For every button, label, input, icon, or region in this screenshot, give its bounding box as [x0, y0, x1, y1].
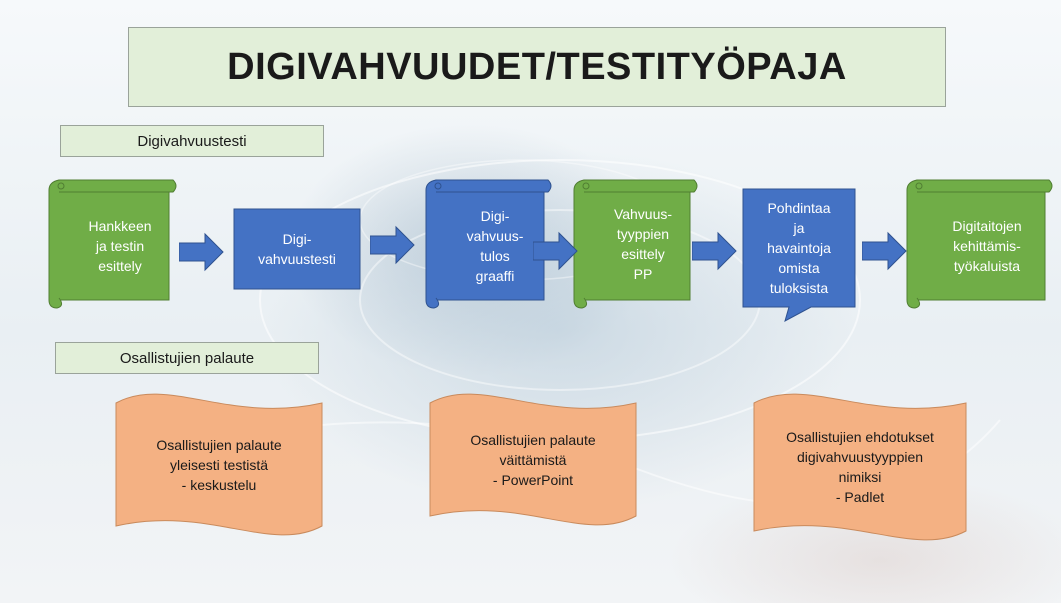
feedback-item-2-shape	[429, 393, 637, 526]
feedback-item-1: Osallistujien palaute yleisesti testistä…	[115, 389, 323, 540]
flow-step-2-shape	[233, 208, 361, 290]
flow-step-5: Pohdintaa ja havaintoja omista tuloksist…	[742, 188, 856, 323]
right-arrow-icon	[861, 231, 907, 271]
section-label-feedback: Osallistujien palaute	[55, 342, 319, 374]
flow-step-6-label: Digitaitojen kehittämis- työkaluista	[952, 218, 1022, 274]
feedback-item-3-label: Osallistujien ehdotukset digivahvuustyyp…	[786, 429, 934, 505]
flow-step-6-shape	[906, 179, 1053, 309]
right-arrow-icon	[691, 231, 737, 271]
feedback-item-3: Osallistujien ehdotukset digivahvuustyyp…	[753, 389, 967, 545]
flow-step-1-shape	[48, 179, 177, 309]
flow-arrow-3	[532, 231, 579, 276]
feedback-item-3-shape	[753, 393, 967, 541]
flow-arrow-4	[691, 231, 738, 276]
flow-step-2-label: Digi- vahvuustesti	[258, 231, 336, 267]
feedback-item-2: Osallistujien palaute väittämistä - Powe…	[429, 389, 637, 530]
flow-step-3-label: Digi- vahvuus- tulos graaffi	[466, 208, 524, 284]
page-title: DIGIVAHVUUDET/TESTITYÖPAJA	[128, 27, 946, 107]
section-label-test: Digivahvuustesti	[60, 125, 324, 157]
flow-step-3: Digi- vahvuus- tulos graaffi	[422, 176, 552, 310]
flow-arrow-1	[178, 232, 225, 277]
feedback-item-1-label: Osallistujien palaute yleisesti testistä…	[156, 436, 282, 493]
feedback-item-2-label: Osallistujien palaute väittämistä - Powe…	[470, 431, 596, 488]
flow-arrow-5	[861, 231, 908, 276]
flow-step-4-label: Vahvuus- tyyppien esittely PP	[613, 206, 673, 282]
right-arrow-icon	[532, 231, 578, 271]
right-arrow-icon	[369, 225, 415, 265]
feedback-item-1-shape	[115, 393, 323, 536]
flow-step-1-label: Hankkeen ja testin esittely	[88, 218, 152, 274]
flow-step-6: Digitaitojen kehittämis- työkaluista	[903, 176, 1053, 310]
flow-step-3-shape	[425, 179, 552, 309]
flow-arrow-2	[369, 225, 416, 270]
flow-step-1: Hankkeen ja testin esittely	[45, 176, 177, 310]
right-arrow-icon	[178, 232, 224, 272]
flow-step-4-shape	[573, 179, 698, 309]
flow-step-5-shape	[742, 188, 856, 323]
flow-step-2: Digi- vahvuustesti	[233, 208, 361, 290]
flow-step-4: Vahvuus- tyyppien esittely PP	[570, 176, 698, 310]
flow-step-5-label: Pohdintaa ja havaintoja omista tuloksist…	[767, 200, 831, 296]
